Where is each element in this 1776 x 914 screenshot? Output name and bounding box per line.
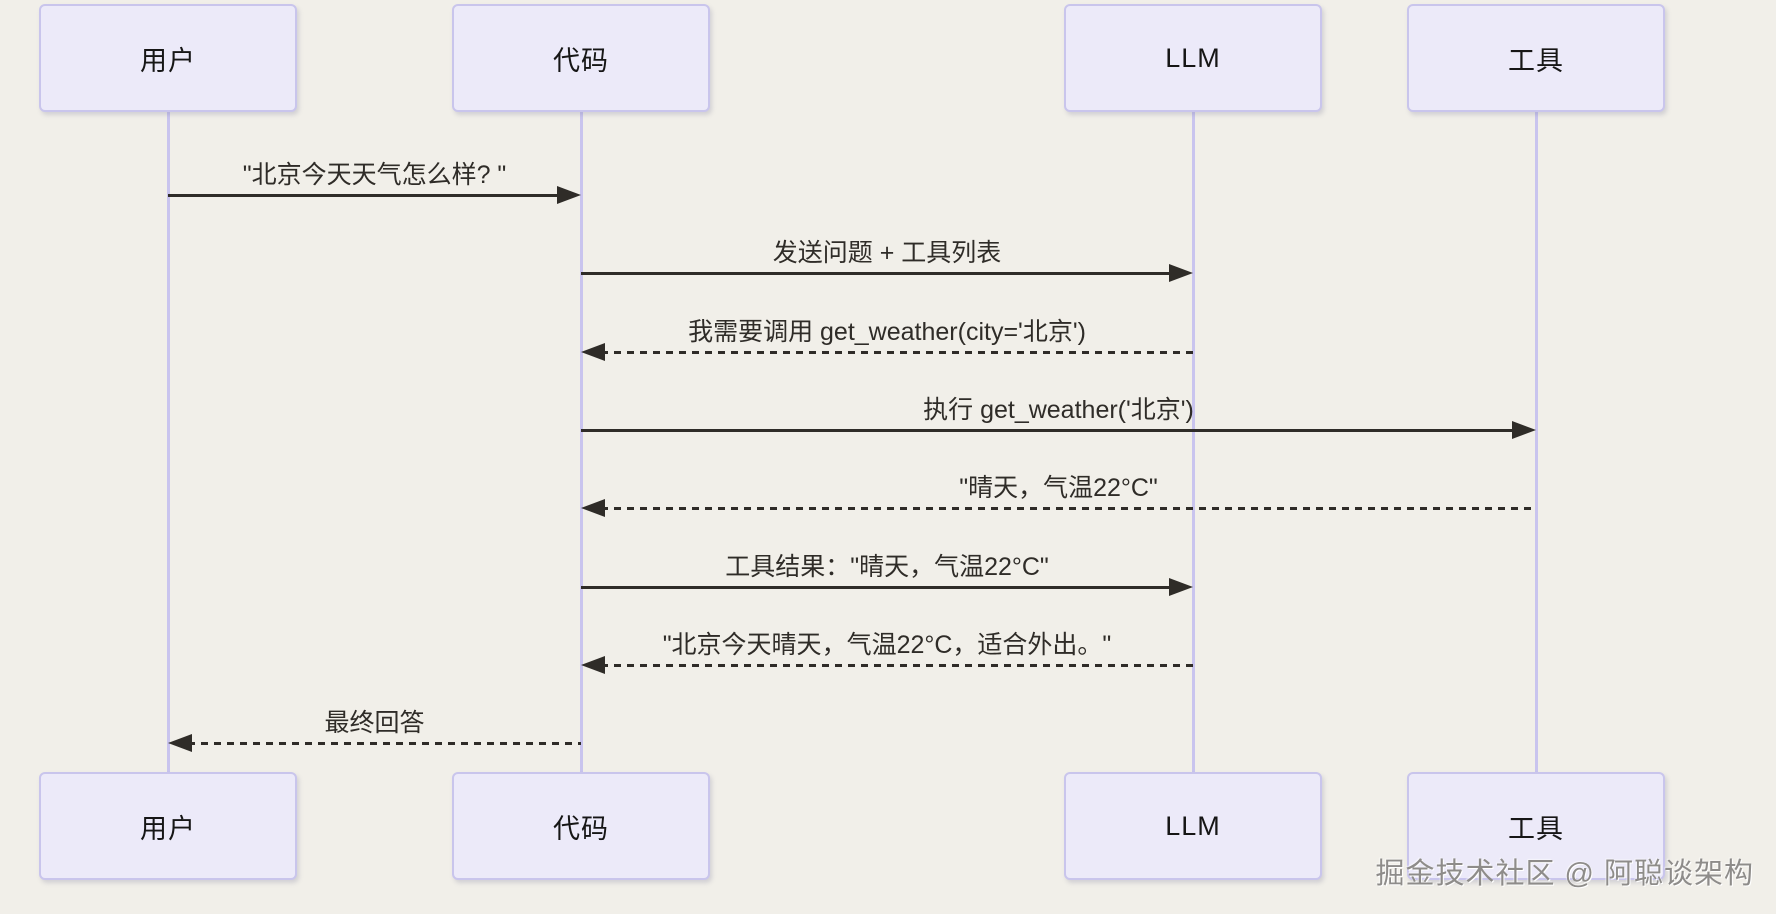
lifeline-user (166, 112, 170, 772)
actor-top-llm: LLM (1064, 4, 1322, 112)
arrowhead-4 (1512, 421, 1536, 439)
message-label-1: "北京今天天气怎么样? " (242, 161, 507, 189)
arrowhead-8 (168, 734, 192, 752)
arrowhead-1 (557, 186, 581, 204)
arrowhead-7 (581, 656, 605, 674)
arrowhead-5 (581, 499, 605, 517)
message-label-5: "晴天，气温22°C" (959, 474, 1158, 502)
message-line-6 (581, 585, 1173, 589)
watermark: 掘金技术社区 @ 阿聪谈架构 (1375, 858, 1754, 890)
actor-bottom-tool: 工具 (1407, 772, 1665, 880)
message-line-1 (168, 193, 561, 197)
message-label-3: 我需要调用 get_weather(city='北京') (688, 318, 1086, 346)
message-label-2: 发送问题 + 工具列表 (772, 239, 1002, 267)
lifeline-code (579, 112, 583, 772)
message-line-8 (188, 741, 581, 745)
message-line-2 (581, 271, 1173, 275)
actor-bottom-code: 代码 (452, 772, 710, 880)
actor-top-code: 代码 (452, 4, 710, 112)
arrowhead-2 (1169, 264, 1193, 282)
message-label-8: 最终回答 (324, 709, 425, 737)
actor-top-user: 用户 (39, 4, 297, 112)
message-label-6: 工具结果："晴天，气温22°C" (725, 553, 1049, 581)
arrowhead-6 (1169, 578, 1193, 596)
arrowhead-3 (581, 343, 605, 361)
actor-bottom-user: 用户 (39, 772, 297, 880)
message-label-7: "北京今天晴天，气温22°C，适合外出。" (662, 631, 1112, 659)
message-line-3 (601, 350, 1193, 354)
actor-bottom-llm: LLM (1064, 772, 1322, 880)
message-label-4: 执行 get_weather('北京') (923, 396, 1194, 424)
message-line-7 (601, 663, 1193, 667)
actor-top-tool: 工具 (1407, 4, 1665, 112)
message-line-4 (581, 428, 1516, 432)
lifeline-llm (1191, 112, 1195, 772)
message-line-5 (601, 506, 1536, 510)
lifeline-tool (1534, 112, 1538, 772)
